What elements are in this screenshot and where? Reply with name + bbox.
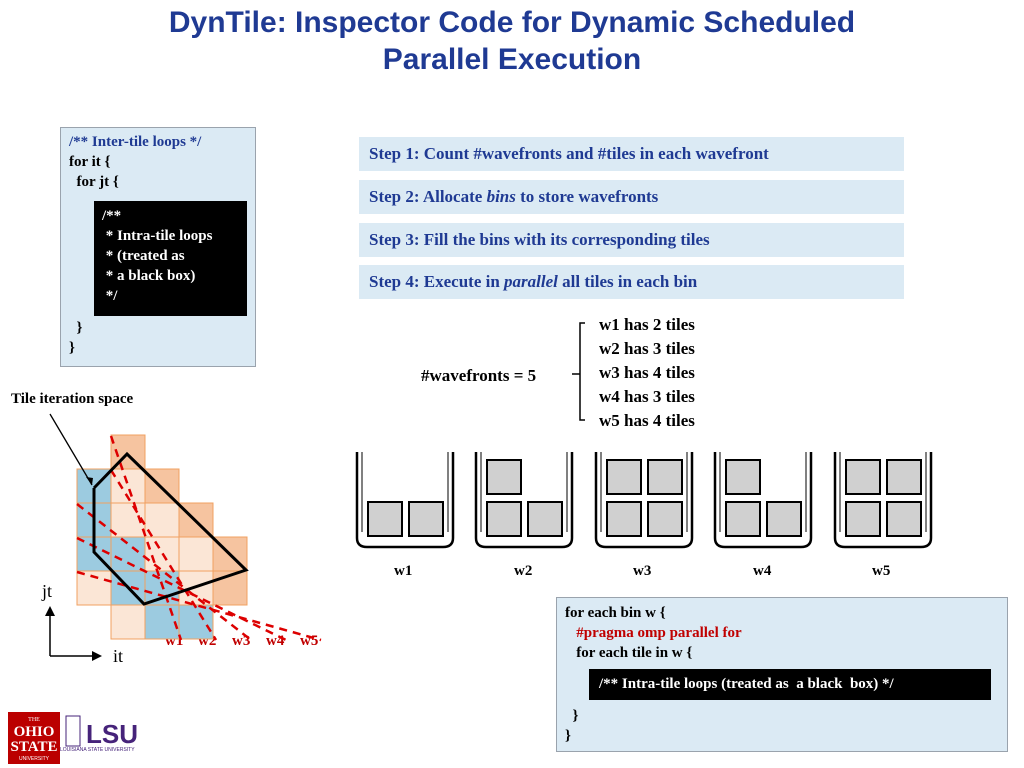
- ohio-logo-text: STATE: [11, 739, 58, 755]
- bb-line: * a black box): [102, 268, 196, 284]
- step-4: Step 4: Execute in parallel all tiles in…: [359, 265, 904, 299]
- wavefront-line: [76, 503, 252, 641]
- inter-tile-comment: /** Inter-tile loops */: [69, 134, 202, 150]
- bin-tile: [367, 501, 403, 537]
- pragma-line: #pragma omp parallel for: [565, 625, 742, 641]
- bb-line: /**: [102, 208, 122, 224]
- title-line-1: DynTile: Inspector Code for Dynamic Sche…: [168, 6, 856, 39]
- skewed-tile-outline: [92, 451, 249, 606]
- slide-title: DynTile: Inspector Code for Dynamic Sche…: [0, 4, 1024, 78]
- title-line-2: Parallel Execution: [382, 43, 642, 76]
- wavefront-lines: [76, 435, 322, 642]
- wavefront-line: [109, 469, 218, 641]
- bin-tile: [486, 459, 522, 495]
- bin-label: w1: [394, 563, 413, 579]
- bin-tile: [886, 501, 922, 537]
- bin-tile: [725, 501, 761, 537]
- tile-cell: [144, 502, 180, 538]
- intra-tile-black-box: /** * Intra-tile loops * (treated as * a…: [94, 201, 247, 316]
- bin-tile: [845, 459, 881, 495]
- wavefront-item: w4 has 3 tiles: [599, 387, 695, 406]
- bin-tile: [606, 501, 642, 537]
- bins-group: [355, 452, 933, 549]
- bin-tile: [408, 501, 444, 537]
- bin-container: [594, 452, 694, 549]
- tile-space-label: Tile iteration space: [11, 391, 134, 407]
- step-1: Step 1: Count #wavefronts and #tiles in …: [359, 137, 904, 171]
- step-3: Step 3: Fill the bins with its correspon…: [359, 223, 904, 257]
- lsu-tower-outline: [65, 715, 81, 747]
- for-each-tile-line: for each tile in w {: [565, 645, 693, 661]
- ohio-logo-text: UNIVERSITY: [19, 756, 50, 762]
- intra-tile-black-box-2: /** Intra-tile loops (treated as a black…: [589, 669, 991, 700]
- wavefront-line: [76, 536, 287, 642]
- bin-tile: [766, 501, 802, 537]
- bin-tile: [845, 501, 881, 537]
- tile-cell: [178, 536, 214, 572]
- wavefront-item: w2 has 3 tiles: [599, 339, 695, 358]
- bin-tile: [725, 459, 761, 495]
- bin-tile: [486, 501, 522, 537]
- wavefront-line: [109, 435, 183, 641]
- bin-label: w4: [753, 563, 772, 579]
- for-it-line: for it {: [69, 154, 111, 170]
- bin-label: w2: [514, 563, 533, 579]
- bin-container: [355, 452, 455, 549]
- bin-container: [833, 452, 933, 549]
- ohio-logo-text: OHIO: [14, 724, 55, 740]
- bin-tile: [886, 459, 922, 495]
- tile-cell: [178, 604, 214, 640]
- close-outer-brace: }: [69, 340, 75, 356]
- jt-arrow-icon: [45, 606, 55, 616]
- it-arrow-icon: [92, 651, 102, 661]
- axis-jt-label: jt: [42, 581, 53, 601]
- axis-it-label: it: [113, 646, 124, 666]
- bb-line: * Intra-tile loops: [102, 228, 213, 244]
- bin-container: [713, 452, 813, 549]
- lsu-logo: LSU LOUISIANA STATE UNIVERSITY: [60, 715, 138, 753]
- bin-tile: [606, 459, 642, 495]
- wavefront-line: [76, 570, 322, 642]
- bin-container: [474, 452, 574, 549]
- lsu-logo-text: LSU: [86, 719, 138, 749]
- wavefront-count: #wavefronts = 5: [421, 366, 537, 385]
- wavefront-item: w5 has 4 tiles: [599, 411, 695, 430]
- pointer-arrowhead: [86, 477, 93, 485]
- ohio-state-logo: THE OHIO STATE UNIVERSITY: [8, 712, 60, 764]
- step-2: Step 2: Allocate bins to store wavefront…: [359, 180, 904, 214]
- tile-cell: [144, 604, 180, 640]
- tile-cell: [144, 468, 180, 504]
- tile-cell: [110, 604, 146, 640]
- lsu-logo-subtext: LOUISIANA STATE UNIVERSITY: [60, 747, 135, 753]
- wavefront-list: w1 has 2 tiles w2 has 3 tiles w3 has 4 t…: [599, 313, 695, 433]
- bb-line: */: [102, 288, 118, 304]
- bin-tile: [647, 501, 683, 537]
- close-inner-brace: }: [565, 708, 579, 724]
- ohio-logo-text: THE: [28, 717, 40, 723]
- for-jt-line: for jt {: [69, 174, 119, 190]
- wavefront-item: w1 has 2 tiles: [599, 315, 695, 334]
- wavefront-brace: [572, 322, 585, 421]
- for-each-bin-line: for each bin w {: [565, 605, 666, 621]
- bb-line: * (treated as: [102, 248, 185, 264]
- tile-cell: [110, 536, 146, 572]
- bin-label: w5: [872, 563, 891, 579]
- label-pointer-line: [49, 413, 93, 486]
- bin-label: w3: [633, 563, 652, 579]
- close-inner-brace: }: [69, 320, 83, 336]
- ohio-logo-bg: [8, 712, 60, 764]
- bin-tile: [647, 459, 683, 495]
- wavefront-item: w3 has 4 tiles: [599, 363, 695, 382]
- close-outer-brace: }: [565, 728, 571, 744]
- bin-tile: [527, 501, 563, 537]
